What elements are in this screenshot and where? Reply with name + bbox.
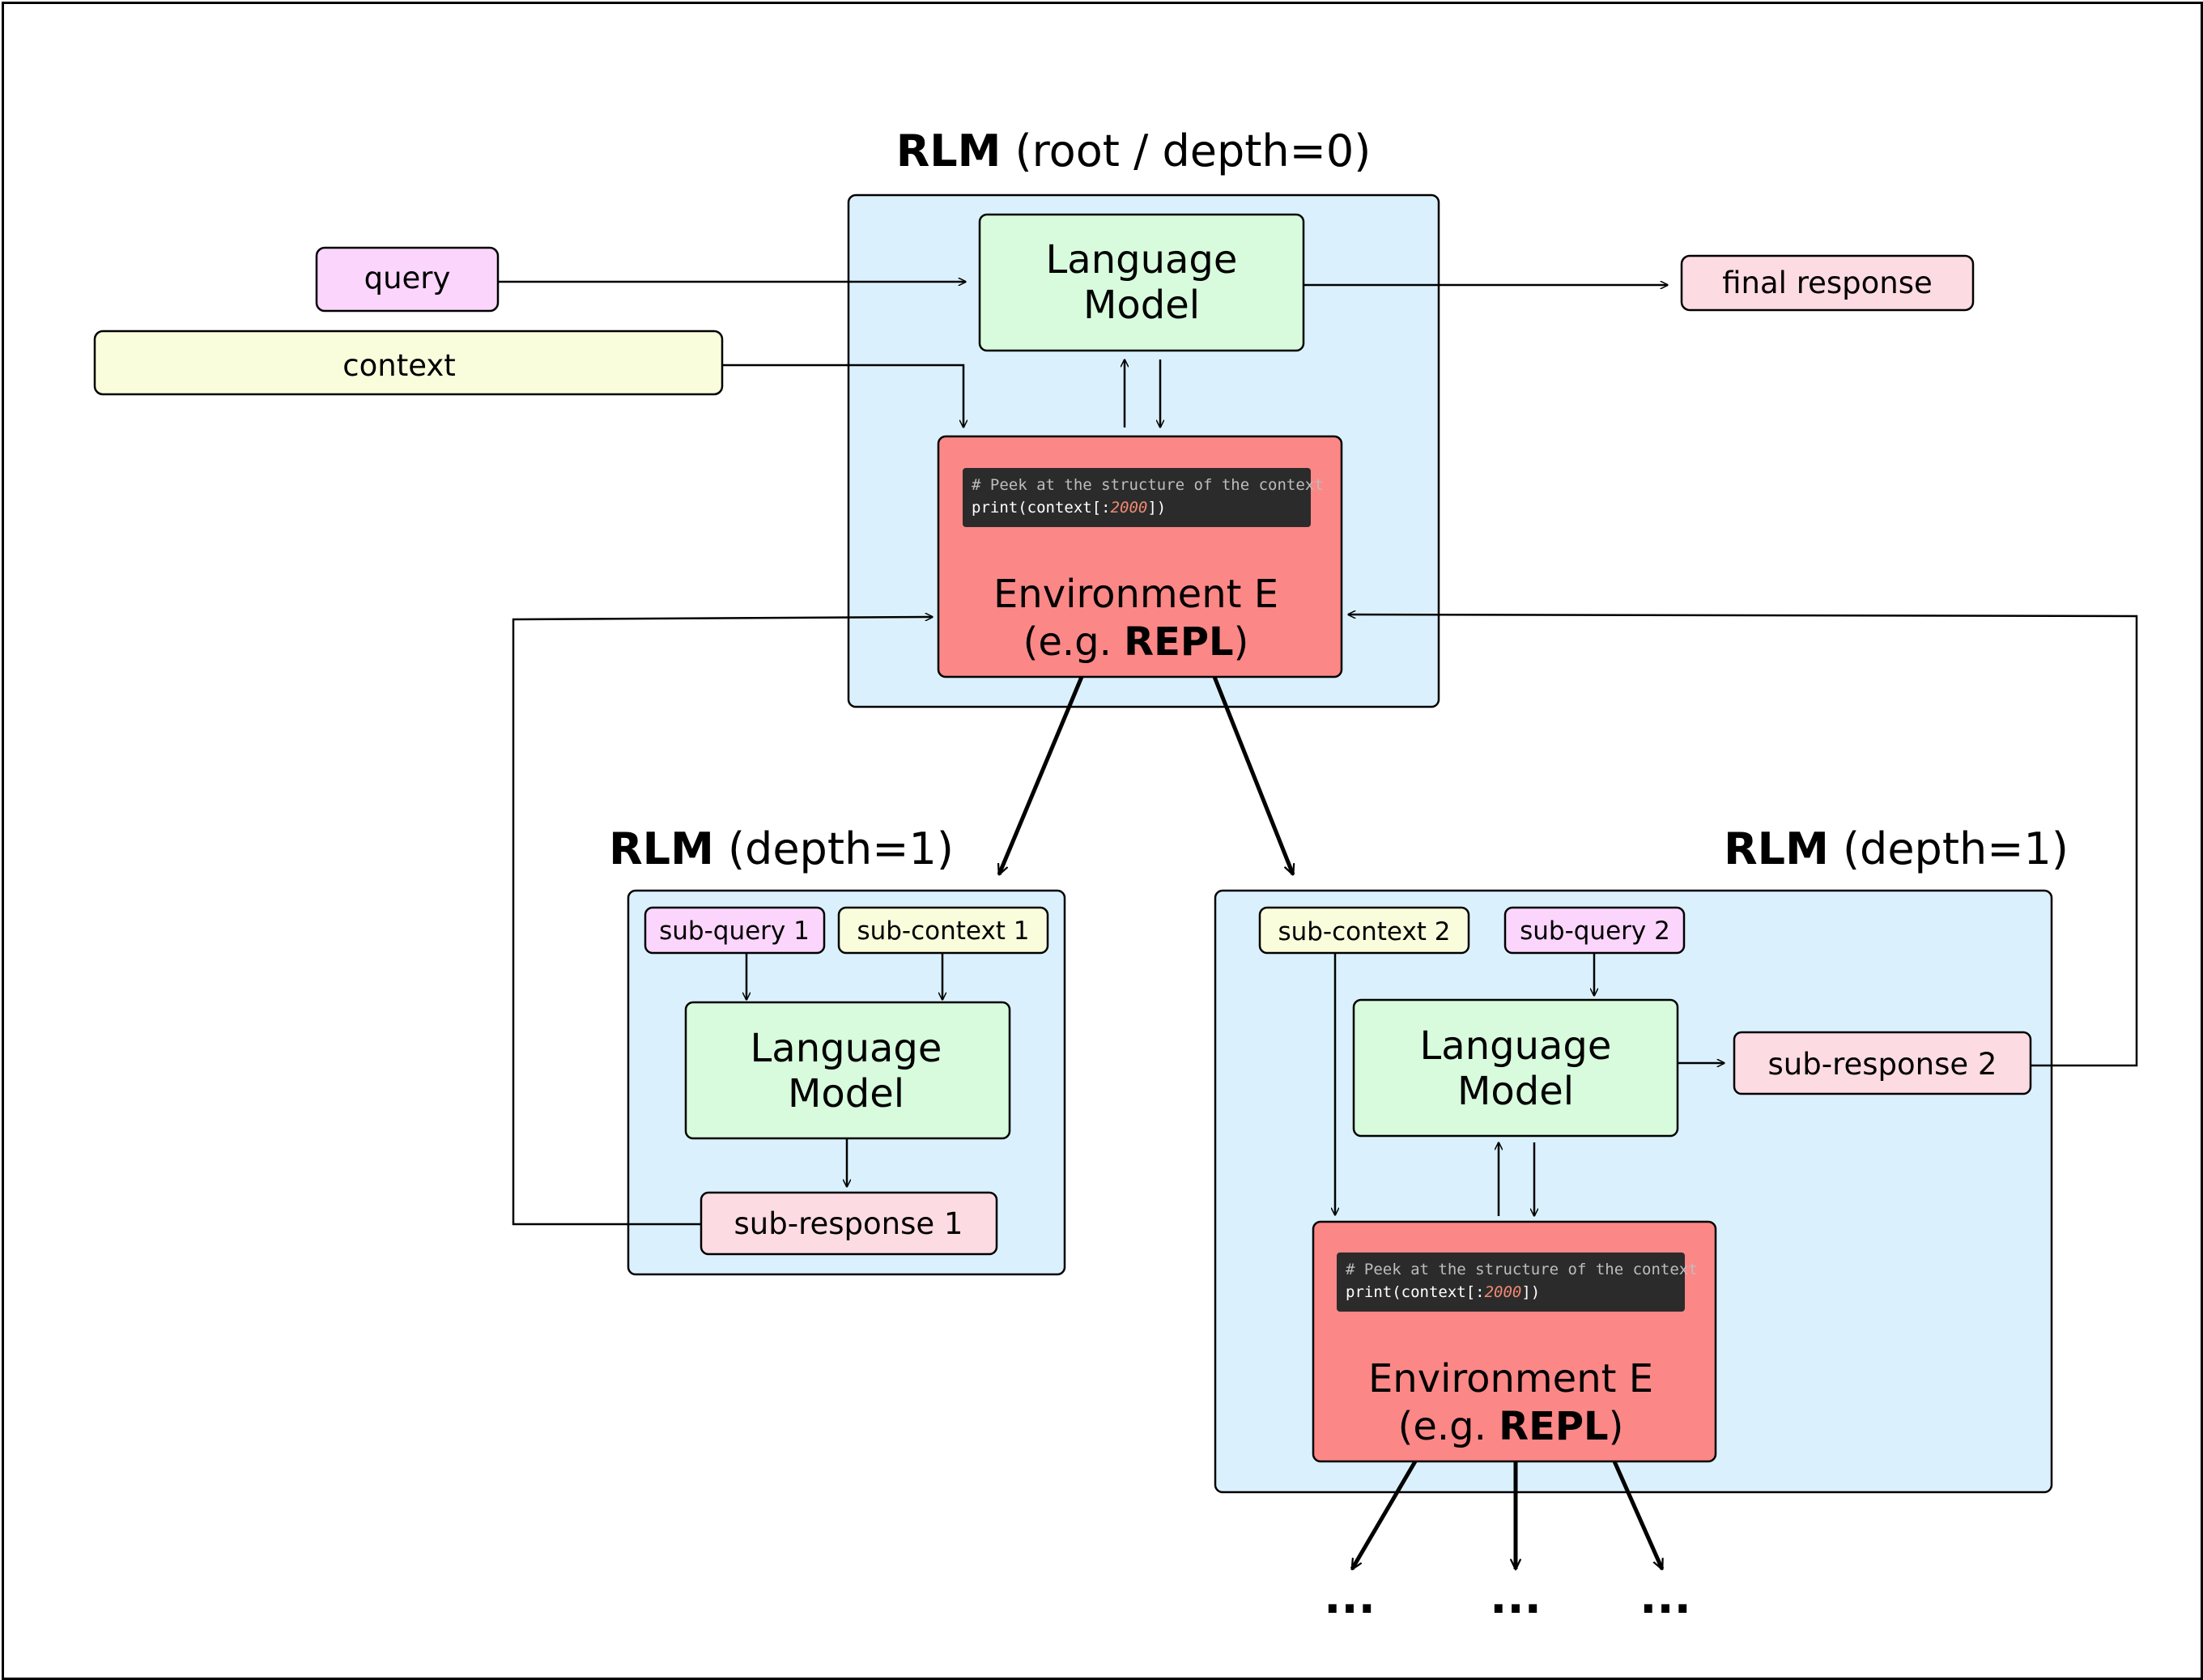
root-rlm-title-bold: RLM — [896, 125, 1002, 177]
child2-code-line2: print(context[:2000]) — [1346, 1283, 1540, 1301]
context-box — [93, 330, 724, 396]
child2-lm-line1: Language — [1420, 1023, 1612, 1069]
child1-lm-line1: Language — [751, 1026, 942, 1071]
sub-context-1-label: sub-context 1 — [857, 917, 1029, 946]
ellipsis-1: ... — [1324, 1572, 1376, 1624]
root-lm-line2: Model — [1083, 283, 1200, 328]
sub-response-1-feedback-arrow — [512, 617, 933, 1226]
final-response-label: final response — [1722, 266, 1933, 300]
sub-query-1-box — [644, 906, 826, 955]
recursion-arrow-1 — [1350, 1460, 1418, 1569]
sub-response-2-label: sub-response 2 — [1768, 1047, 1997, 1082]
root-code-comment: # Peek at the structure of the context — [972, 476, 1324, 494]
root-env-line2: (e.g. REPL) — [1023, 619, 1249, 665]
child2-code-snippet — [1337, 1253, 1685, 1312]
ellipsis-3: ... — [1639, 1572, 1691, 1624]
child2-language-model-box — [1352, 998, 1679, 1138]
context-label: context — [342, 348, 455, 383]
child2-code-comment: # Peek at the structure of the context — [1346, 1261, 1698, 1278]
sub-context-2-box — [1258, 906, 1470, 955]
final-response-box — [1680, 254, 1975, 312]
child1-lm-line2: Model — [788, 1071, 904, 1116]
root-rlm-title-rest: (root / depth=0) — [1001, 125, 1371, 177]
root-language-model-box — [978, 213, 1305, 352]
child2-rlm-title: RLM (depth=1) — [1724, 823, 2069, 874]
query-box — [315, 246, 500, 313]
sub-response-2-feedback-arrow — [1348, 615, 2138, 1067]
root-rlm-title: RLM (root / depth=0) — [896, 125, 1372, 177]
child2-env-line2: (e.g. REPL) — [1398, 1404, 1624, 1449]
sub-context-2-label: sub-context 2 — [1278, 917, 1450, 946]
root-code-line2: print(context[:2000]) — [972, 499, 1166, 517]
sub-query-1-label: sub-query 1 — [659, 917, 810, 946]
env-to-child1-arrow — [997, 676, 1084, 874]
child2-lm-line2: Model — [1457, 1069, 1574, 1114]
sub-response-2-box — [1733, 1031, 2032, 1095]
recursion-arrow-3 — [1612, 1460, 1665, 1569]
child2-env-line1: Environment E — [1368, 1356, 1653, 1401]
ellipsis-2: ... — [1490, 1572, 1542, 1624]
root-lm-line1: Language — [1046, 237, 1238, 283]
context-to-env-arrow — [722, 364, 963, 427]
env-to-child2-arrow — [1212, 676, 1295, 874]
sub-query-2-label: sub-query 2 — [1520, 917, 1670, 946]
root-env-line1: Environment E — [993, 572, 1278, 617]
root-code-snippet — [963, 468, 1311, 527]
sub-response-1-label: sub-response 1 — [734, 1206, 963, 1241]
query-label: query — [364, 261, 451, 296]
child1-rlm-title: RLM (depth=1) — [609, 823, 954, 874]
